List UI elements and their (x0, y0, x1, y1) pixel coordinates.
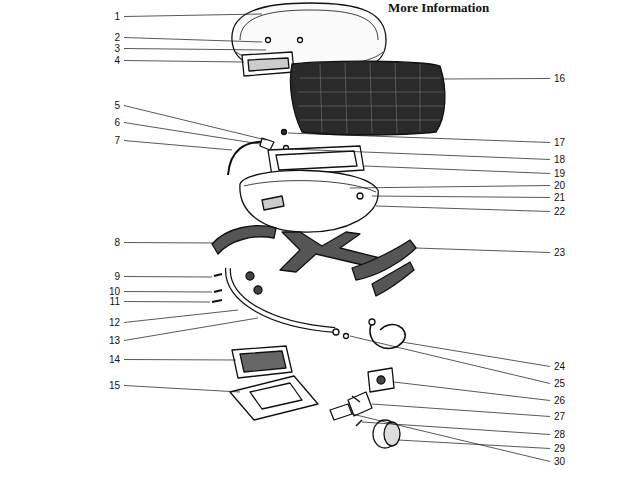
callout-number: 28 (553, 429, 566, 440)
callout-number: 20 (553, 180, 566, 191)
leader-line (398, 440, 550, 449)
callout-number: 2 (113, 32, 121, 43)
leader-line (372, 404, 550, 417)
callout-number: 18 (553, 154, 566, 165)
leader-line (288, 133, 550, 143)
leader-line (376, 206, 550, 212)
leader-line (402, 342, 550, 367)
callout-number: 3 (113, 43, 121, 54)
callout-number: 7 (113, 135, 121, 146)
callout-number: 14 (108, 354, 121, 365)
callout-number: 24 (553, 361, 566, 372)
leader-line (124, 310, 238, 323)
leader-line (124, 291, 212, 293)
leader-line (372, 196, 550, 198)
leader-line (124, 276, 212, 278)
callout-number: 22 (553, 206, 566, 217)
leader-line (290, 149, 550, 160)
leader-line (352, 414, 550, 462)
leader-line (124, 61, 244, 63)
callout-number: 8 (113, 237, 121, 248)
leader-line (394, 382, 550, 401)
leader-line (124, 49, 266, 51)
callout-number: 13 (108, 335, 121, 346)
leader-line (124, 359, 236, 361)
callout-number: 4 (113, 55, 121, 66)
leader-line (442, 78, 550, 80)
leader-line (124, 106, 266, 141)
callout-number: 17 (553, 137, 566, 148)
callout-number: 29 (553, 443, 566, 454)
leader-line (364, 166, 550, 174)
leader-line (124, 318, 258, 341)
callout-number: 16 (553, 73, 566, 84)
callout-number: 21 (553, 192, 566, 203)
leader-line (362, 422, 550, 435)
leader-line (124, 301, 210, 303)
leader-line (124, 14, 262, 17)
callout-number: 15 (108, 380, 121, 391)
callout-number: 25 (553, 378, 566, 389)
leader-line (124, 242, 214, 244)
callout-number: 6 (113, 117, 121, 128)
callout-number: 9 (113, 271, 121, 282)
callout-number: 19 (553, 168, 566, 179)
leader-line (124, 123, 260, 145)
callout-number: 12 (108, 317, 121, 328)
leader-line (124, 141, 232, 151)
leader-line (350, 186, 550, 189)
callout-number: 30 (553, 456, 566, 467)
leader-line (124, 386, 240, 393)
leader-line (350, 336, 550, 384)
leader-line (124, 38, 262, 43)
callout-number: 26 (553, 395, 566, 406)
page-title: More Information (388, 0, 489, 16)
callout-number: 23 (553, 247, 566, 258)
callout-number: 27 (553, 411, 566, 422)
callout-number: 1 (113, 11, 121, 22)
callout-number: 11 (109, 296, 121, 307)
leader-line (416, 248, 550, 253)
callout-number: 5 (113, 100, 121, 111)
